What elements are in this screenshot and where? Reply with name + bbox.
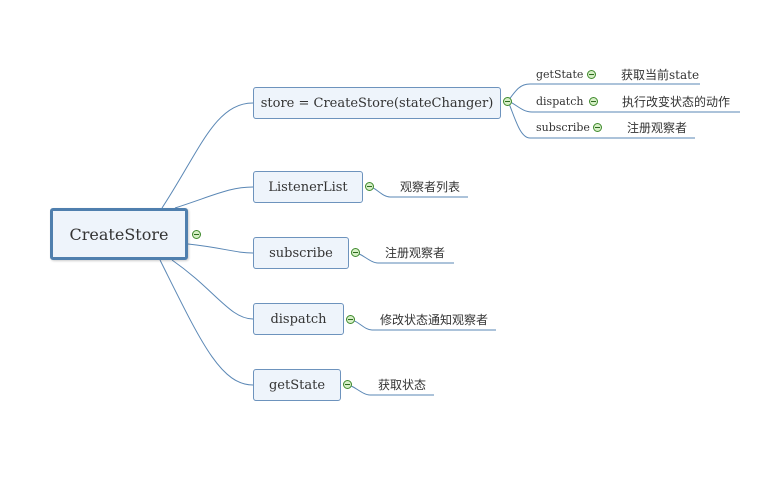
collapse-toggle-icon[interactable] — [587, 70, 596, 79]
branch-node-listenerlist[interactable]: ListenerList — [253, 171, 363, 203]
collapse-toggle-icon[interactable] — [589, 97, 598, 106]
collapse-toggle-icon[interactable] — [351, 248, 360, 257]
branch-node-dispatch[interactable]: dispatch — [253, 303, 344, 335]
leaf-label: subscribe — [536, 121, 590, 134]
leaf-note: 获取当前state — [621, 68, 700, 82]
leaf-label: dispatch — [536, 95, 584, 108]
root-node-label: CreateStore — [69, 224, 169, 244]
branch-label: subscribe — [269, 245, 333, 261]
branch-label: getState — [268, 377, 326, 393]
collapse-toggle-icon[interactable] — [343, 380, 352, 389]
leaf-label: getState — [536, 68, 584, 81]
branch-label: store = CreateStore(stateChanger) — [260, 95, 494, 111]
collapse-toggle-icon[interactable] — [503, 97, 512, 106]
leaf-note: 观察者列表 — [400, 180, 461, 194]
root-node[interactable]: CreateStore — [50, 208, 188, 260]
collapse-toggle-icon[interactable] — [365, 182, 374, 191]
branch-label: ListenerList — [268, 179, 348, 195]
leaf-note: 修改状态通知观察者 — [380, 313, 489, 327]
leaf-note: 注册观察者 — [385, 246, 446, 260]
leaf-note: 获取状态 — [378, 378, 427, 392]
collapse-toggle-icon[interactable] — [593, 123, 602, 132]
branch-node-getstate[interactable]: getState — [253, 369, 341, 401]
collapse-toggle-icon[interactable] — [346, 315, 355, 324]
leaf-note: 执行改变状态的动作 — [622, 95, 731, 109]
branch-node-subscribe[interactable]: subscribe — [253, 237, 349, 269]
branch-node-store[interactable]: store = CreateStore(stateChanger) — [253, 87, 501, 119]
branch-label: dispatch — [270, 311, 327, 327]
leaf-note: 注册观察者 — [627, 121, 688, 135]
collapse-toggle-icon[interactable] — [192, 230, 201, 239]
